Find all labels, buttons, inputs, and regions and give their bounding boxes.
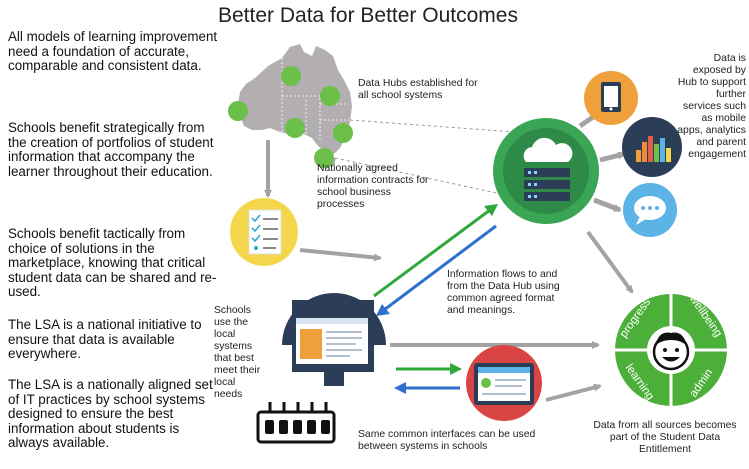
label-info-flows: Information flows to and from the Data H… xyxy=(447,269,560,316)
student-data-entitlement: progress wellbeing learning admin xyxy=(611,290,731,410)
paragraph-national-initiative: The LSA is a national initiative to ensu… xyxy=(8,317,202,362)
label-contracts: Nationally agreed information contracts … xyxy=(317,163,429,210)
paragraph-learning-models: All models of learning improvement need … xyxy=(8,29,218,74)
australia-map xyxy=(228,44,353,168)
tablet-app-icon xyxy=(466,345,542,421)
keyboard xyxy=(256,402,336,444)
school-interface-arrows xyxy=(394,363,462,394)
desktop-computer-icon xyxy=(256,293,386,444)
tablet-icon xyxy=(584,71,638,125)
flow-arrow-to-hub xyxy=(373,204,498,298)
analytics-bars-icon xyxy=(622,117,682,177)
label-schools-local-systems: Schools use the local systems that best … xyxy=(214,305,261,400)
cloud-server-icon xyxy=(493,118,599,224)
data-hub-dots xyxy=(228,66,353,168)
checklist-icon xyxy=(230,198,298,266)
student-face-icon xyxy=(647,326,695,374)
paragraph-strategic-benefit: Schools benefit strategically from the c… xyxy=(8,120,214,179)
paragraph-tactical-benefit: Schools benefit tactically from choice o… xyxy=(8,226,217,300)
paragraph-it-practices: The LSA is a nationally aligned set of I… xyxy=(8,377,213,451)
label-entitlement: Data from all sources becomes part of th… xyxy=(593,420,737,455)
label-common-interfaces: Same common interfaces can be used betwe… xyxy=(358,429,536,452)
diagram-title: Better Data for Better Outcomes xyxy=(218,4,518,27)
label-data-exposed: Data is exposed by Hub to support furthe… xyxy=(677,53,746,160)
chat-bubble-icon xyxy=(623,183,677,237)
flow-arrow-from-hub xyxy=(376,224,497,316)
label-data-hubs: Data Hubs established for all school sys… xyxy=(358,78,478,101)
